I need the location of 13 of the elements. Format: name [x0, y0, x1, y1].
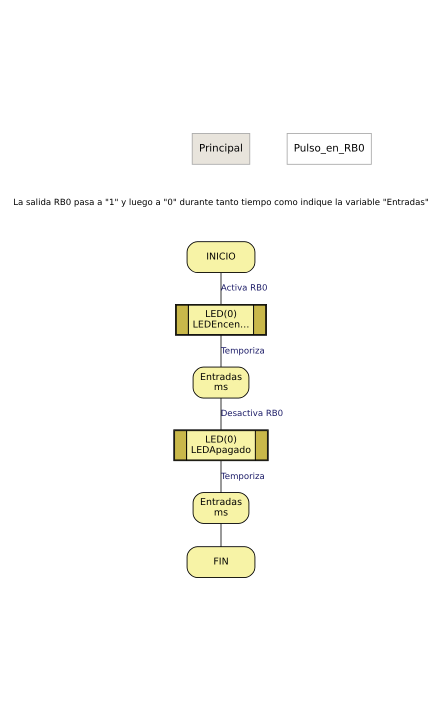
connector [220, 272, 222, 304]
connector [220, 522, 222, 546]
node-box: FIN [186, 546, 256, 578]
label: La salida RB0 pasa a "1" y luego a "0" durante tanto tiempo como indique la variable "Entradas" [13, 198, 429, 208]
node-box: INICIO [186, 240, 256, 273]
node-box: Entradas ms [192, 366, 250, 398]
label: Pulso_en_RB0 [294, 142, 365, 154]
edge-label: Desactiva RB0 [220, 408, 284, 419]
connector [220, 334, 222, 367]
label: Principal [199, 142, 243, 154]
node-box: Entradas ms [192, 492, 250, 524]
connector [220, 460, 222, 492]
connector [220, 397, 222, 430]
